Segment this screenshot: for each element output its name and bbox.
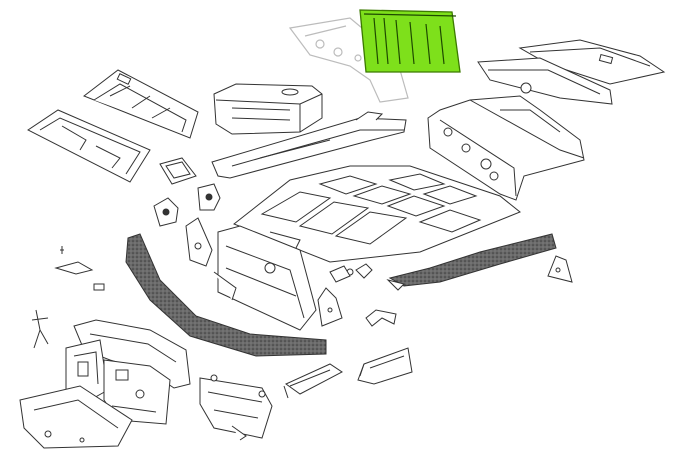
clip-bracket[interactable] <box>366 310 396 326</box>
right-sill-foam[interactable] <box>388 234 556 290</box>
lever-bracket[interactable] <box>32 310 48 348</box>
front-crossmember-foam[interactable] <box>126 234 326 356</box>
firewall-bulkhead[interactable] <box>428 96 584 200</box>
wheel-arch-left[interactable] <box>66 320 190 400</box>
lower-tray[interactable] <box>20 386 132 448</box>
rear-corner-bracket[interactable] <box>548 256 572 282</box>
main-floor-assembly[interactable] <box>234 166 520 278</box>
rear-seat-back-panel[interactable] <box>360 10 460 72</box>
pin-clip[interactable] <box>56 246 104 290</box>
rear-crossmember-panel[interactable] <box>214 226 316 330</box>
front-bulkhead-lower[interactable] <box>200 375 272 440</box>
front-floor-pan-left-lower[interactable] <box>28 110 150 182</box>
rail-section[interactable] <box>284 364 342 398</box>
wheel-arch-right-inner[interactable] <box>358 348 412 384</box>
fuel-tank[interactable] <box>214 84 322 134</box>
center-tunnel[interactable] <box>212 112 406 178</box>
small-bracket-right[interactable] <box>198 184 220 210</box>
front-panel-center[interactable] <box>104 360 170 424</box>
jack-point-bracket[interactable] <box>318 288 342 326</box>
rear-floor-upper[interactable] <box>478 40 664 104</box>
hinge-bracket[interactable] <box>186 218 212 266</box>
front-floor-pan-left[interactable] <box>84 70 198 138</box>
small-bracket-left[interactable] <box>154 198 178 226</box>
parcel-shelf-panel[interactable] <box>290 18 408 102</box>
small-gusset[interactable] <box>330 266 350 282</box>
square-cover-plate[interactable] <box>160 158 196 184</box>
